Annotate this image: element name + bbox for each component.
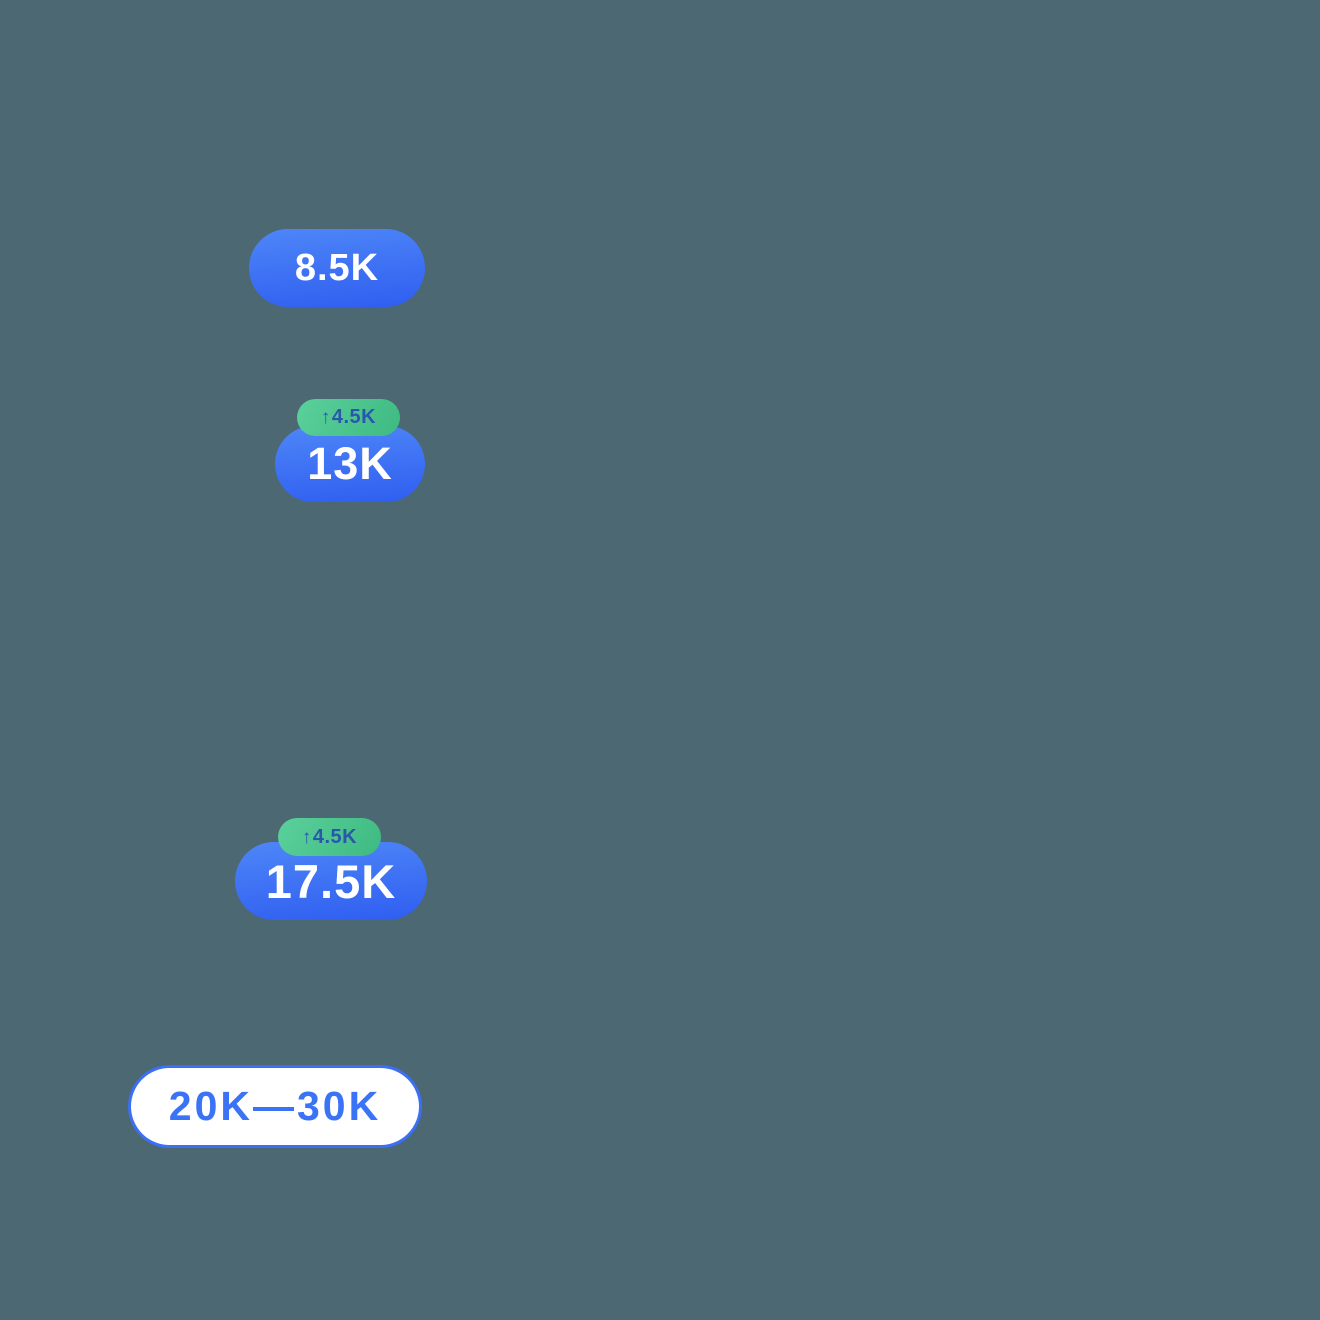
increase-badge-13k: ↑ 4.5K — [297, 399, 400, 436]
value-pill-13k[interactable]: 13K — [275, 426, 425, 502]
range-pill-20k-30k[interactable]: 20K—30K — [128, 1065, 422, 1148]
increase-value: 4.5K — [331, 406, 377, 428]
range-value: 20K—30K — [168, 1083, 382, 1129]
increase-badge-17-5k: ↑ 4.5K — [278, 818, 381, 856]
increase-value: 4.5K — [312, 825, 358, 848]
pill-value: 13K — [307, 438, 393, 489]
arrow-up-icon: ↑ — [301, 826, 312, 848]
arrow-up-icon: ↑ — [320, 407, 331, 428]
value-pill-8-5k[interactable]: 8.5K — [249, 229, 425, 307]
pill-value: 17.5K — [265, 854, 397, 908]
pill-value: 8.5K — [294, 246, 380, 289]
